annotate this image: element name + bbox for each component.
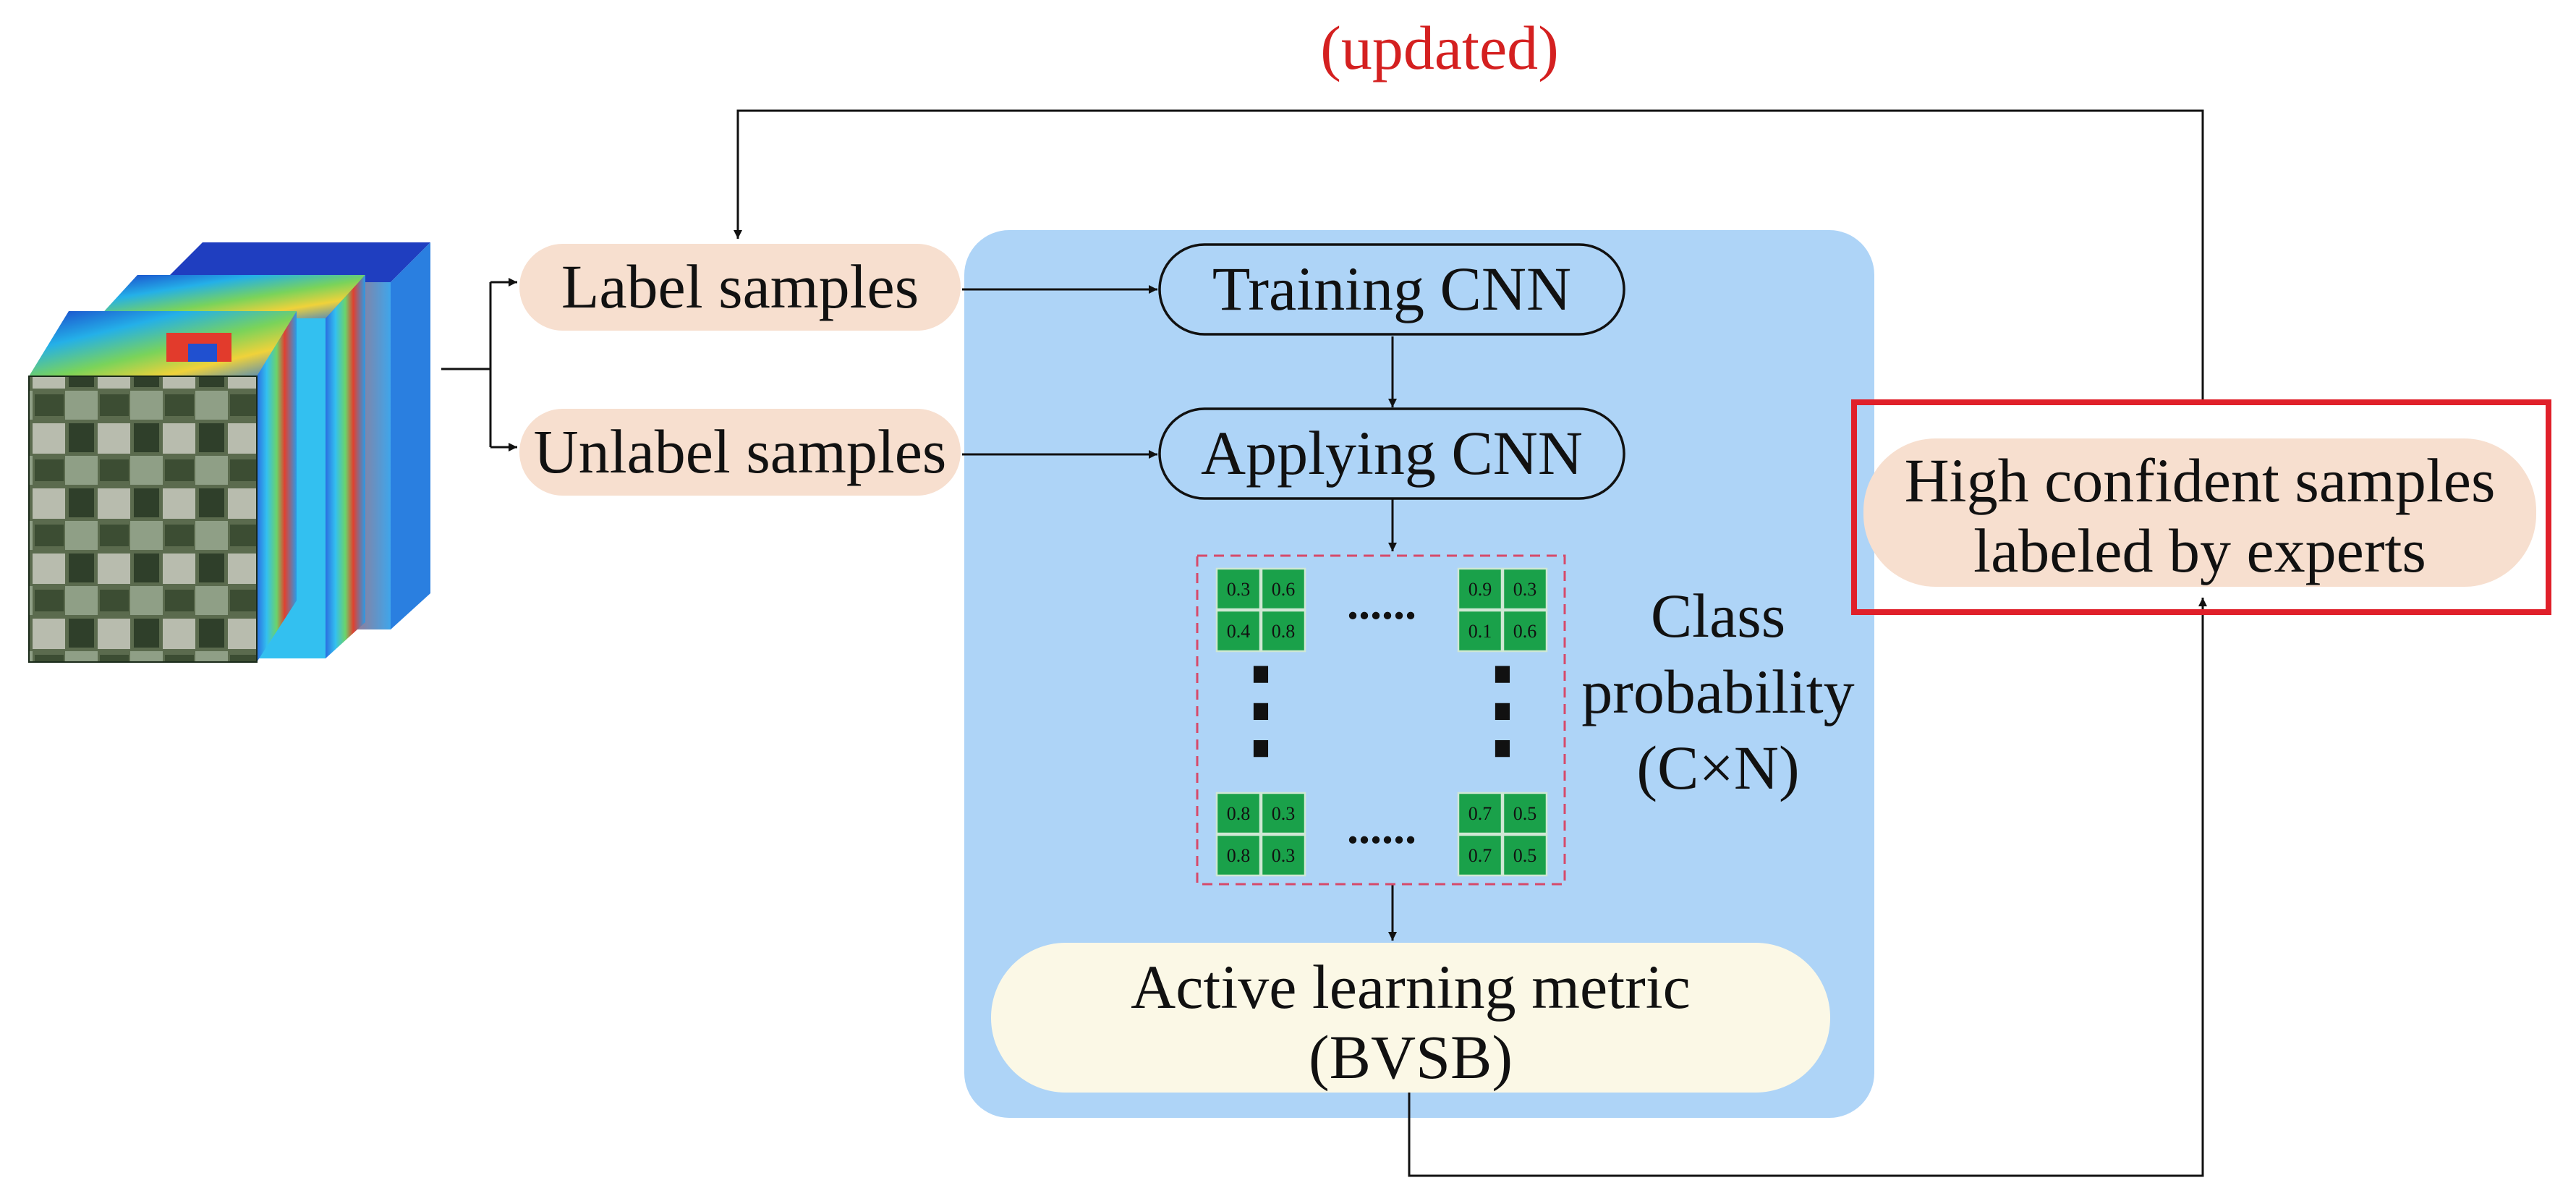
active-learning-pill [991,943,1830,1093]
prob-value: 0.5 [1513,845,1537,866]
prob-value: 0.3 [1227,579,1251,600]
prob-value: 0.7 [1468,803,1492,824]
ellipsis-horizontal-top: ...... [1347,577,1416,629]
prob-cells-top-left: 0.3 0.6 0.4 0.8 [1215,567,1306,653]
hyperspectral-cube-icon [28,242,430,663]
label-samples-text: Label samples [561,252,919,321]
class-probability-line2: probability [1581,657,1854,726]
active-learning-line1: Active learning metric [1131,952,1691,1022]
prob-value: 0.3 [1513,579,1537,600]
prob-value: 0.8 [1272,621,1296,642]
prob-value: 0.3 [1272,845,1296,866]
prob-value: 0.7 [1468,845,1492,866]
expert-highlight-frame [1851,399,2551,615]
applying-cnn-text: Applying CNN [1201,418,1583,488]
ellipsis-vertical-right: ⋮ [1448,649,1557,769]
prob-value: 0.3 [1272,803,1296,824]
prob-value: 0.8 [1227,845,1251,866]
high-confident-line1: High confident samples [1905,446,2496,515]
prob-value: 0.5 [1513,803,1537,824]
ellipsis-horizontal-bottom: ...... [1347,802,1416,853]
unlabel-samples-text: Unlabel samples [534,417,947,486]
prob-cells-bottom-left: 0.8 0.3 0.8 0.3 [1215,792,1306,877]
prob-value: 0.6 [1513,621,1537,642]
prob-value: 0.9 [1468,579,1492,600]
class-probability-line1: Class [1651,581,1785,650]
label-samples-pill [519,244,961,331]
prob-value: 0.6 [1272,579,1296,600]
class-probability-line3: (C×N) [1636,733,1799,802]
unlabel-samples-pill [519,409,961,496]
prob-value: 0.4 [1227,621,1251,642]
training-cnn-text: Training CNN [1212,254,1571,323]
applying-cnn-node [1158,407,1625,500]
probability-matrix-box [1196,554,1566,886]
updated-label: (updated) [1320,13,1559,82]
prob-value: 0.8 [1227,803,1251,824]
ellipsis-vertical-left: ⋮ [1207,649,1315,769]
prob-cells-top-right: 0.9 0.3 0.1 0.6 [1457,567,1548,653]
connector-lines [441,109,2207,1177]
prob-value: 0.1 [1468,621,1492,642]
prob-cells-bottom-right: 0.7 0.5 0.7 0.5 [1457,792,1548,877]
training-cnn-node [1158,243,1625,336]
high-confident-line2: labeled by experts [1973,516,2426,585]
high-confident-pill [1863,438,2536,587]
active-learning-line2: (BVSB) [1309,1022,1513,1092]
